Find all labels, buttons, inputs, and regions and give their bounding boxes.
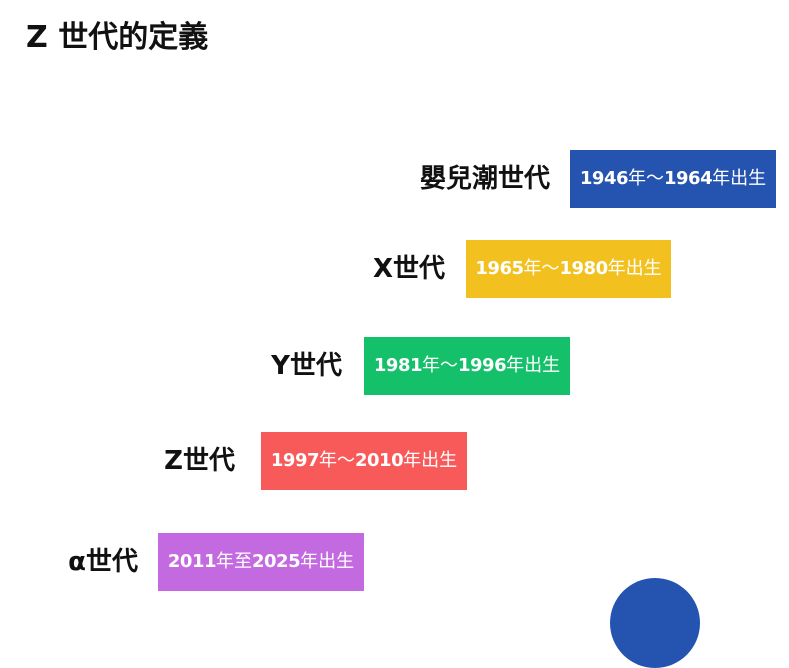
range-separator: 年～: [319, 450, 355, 471]
range-start-year: 1997: [270, 450, 320, 471]
range-start-year: 2011: [167, 551, 217, 572]
range-end-year: 1980: [559, 258, 609, 279]
range-separator: 年～: [523, 258, 560, 279]
generation-range-box: 2011年至2025年出生: [158, 533, 364, 591]
generation-range-box: 1997年～2010年出生: [261, 432, 467, 490]
generation-range-box: 1981年～1996年出生: [364, 337, 570, 395]
generation-label: Y世代: [271, 351, 342, 381]
range-separator: 年～: [628, 168, 664, 189]
range-suffix: 年出生: [506, 355, 561, 376]
generation-range-box: 1965年～1980年出生: [466, 240, 671, 298]
generation-label: Z世代: [164, 446, 235, 476]
generation-row-boomers: 嬰兒潮世代 1946年～1964年出生: [0, 150, 789, 208]
generation-row-y: Y世代 1981年～1996年出生: [0, 337, 789, 395]
range-start-year: 1946: [579, 168, 629, 189]
generation-label: 嬰兒潮世代: [419, 164, 550, 194]
range-suffix: 年出生: [607, 258, 662, 279]
range-start-year: 1981: [373, 355, 423, 376]
range-separator: 年至: [216, 551, 252, 572]
generation-label: X世代: [372, 254, 445, 284]
range-start-year: 1965: [475, 258, 524, 279]
range-suffix: 年出生: [712, 168, 767, 189]
range-suffix: 年出生: [403, 450, 458, 471]
page-title: Z 世代的定義: [26, 20, 209, 55]
range-end-year: 1964: [664, 168, 713, 189]
range-separator: 年～: [422, 355, 458, 376]
range-end-year: 2010: [355, 450, 404, 471]
generation-range-box: 1946年～1964年出生: [570, 150, 776, 208]
generation-row-alpha: α世代 2011年至2025年出生: [0, 533, 789, 591]
generation-row-z: Z世代 1997年～2010年出生: [0, 432, 789, 490]
generation-label: α世代: [68, 547, 138, 577]
range-end-year: 1996: [458, 355, 507, 376]
decorative-circle: [610, 578, 700, 668]
range-suffix: 年出生: [300, 551, 355, 572]
generation-row-x: X世代 1965年～1980年出生: [0, 240, 789, 298]
range-end-year: 2025: [252, 551, 301, 572]
